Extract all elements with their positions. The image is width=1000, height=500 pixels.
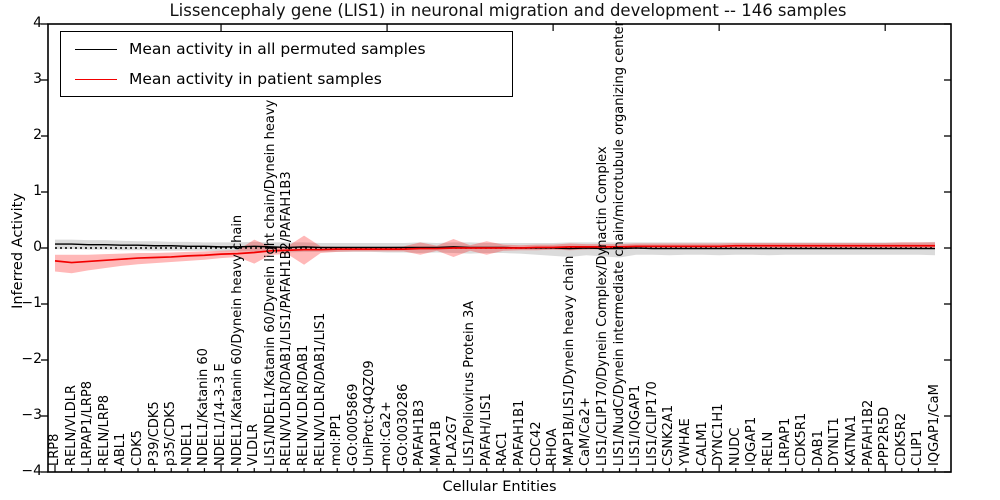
- x-tick-label: mol:PP1: [329, 413, 345, 466]
- x-tick-label: PAFAH1B2: [860, 399, 876, 466]
- x-tick-label: RELN/VLDLR/DAB1: [296, 344, 312, 466]
- legend-item-patient: Mean activity in patient samples: [61, 64, 512, 94]
- x-tick-label: RAC1: [495, 431, 511, 466]
- legend-label: Mean activity in all permuted samples: [129, 40, 426, 58]
- legend-label: Mean activity in patient samples: [129, 70, 382, 88]
- x-tick-label: PAFAH1B3: [412, 399, 428, 466]
- x-tick-label: LIS1/NudC/Dynein intermediate chain/micr…: [611, 21, 627, 466]
- x-axis-label: Cellular Entities: [442, 479, 557, 495]
- y-tick-label: −1: [21, 295, 42, 311]
- x-tick-label: LRP8: [47, 433, 62, 466]
- x-tick-label: ABL1: [113, 432, 129, 466]
- legend-line-sample-red: [75, 78, 117, 80]
- x-tick-label: PLA2G7: [445, 415, 461, 466]
- y-tick-label: −3: [21, 407, 42, 423]
- y-tick-label: 4: [33, 15, 42, 31]
- x-tick-label: NUDC: [727, 427, 743, 466]
- x-tick-label: CaM/Ca2+: [578, 397, 594, 466]
- x-tick-label: CDC42: [528, 421, 544, 466]
- x-tick-label: PPP2R5D: [877, 406, 893, 466]
- x-tick-label: VLDLR: [246, 423, 262, 466]
- x-tick-label: p35/CDK5: [163, 400, 179, 466]
- x-tick-label: RHOA: [545, 428, 561, 466]
- x-tick-label: LIS1/NDEL1/Katanin 60/Dynein light chain…: [262, 60, 278, 466]
- y-tick-label: 1: [33, 183, 42, 199]
- x-tick-label: CDK5R1: [794, 412, 810, 466]
- patient-confidence-band: [55, 235, 935, 274]
- y-tick-label: 3: [33, 71, 42, 87]
- x-tick-label: MAP1B: [428, 420, 444, 466]
- x-tick-label: NDEL1: [179, 422, 195, 466]
- x-tick-label: IQGAP1: [744, 416, 760, 466]
- x-tick-label: P39/CDK5: [146, 401, 162, 466]
- x-tick-label: NDEL1/Katanin 60: [196, 348, 212, 466]
- y-tick-label: −2: [21, 351, 42, 367]
- x-tick-label: NDEL1/Katanin 60/Dynein heavy chain: [229, 214, 245, 466]
- x-tick-label: RELN/VLDLR/DAB1/LIS1: [312, 312, 328, 466]
- x-tick-label: KATNA1: [843, 414, 859, 466]
- x-tick-label: LRPAP1/LRP8: [80, 380, 96, 466]
- x-tick-label: RELN/VLDLR/DAB1/LIS1/PAFAH1B2/PAFAH1B3: [279, 171, 295, 466]
- x-tick-label: UniProt:Q4QZ09: [362, 360, 378, 466]
- x-tick-label: LIS1/CLIP170: [644, 381, 660, 466]
- x-tick-label: RELN/LRP8: [96, 395, 112, 466]
- x-tick-label: MAP1B/LIS1/Dynein heavy chain: [561, 255, 577, 466]
- x-tick-label: GO:0030286: [395, 383, 411, 466]
- x-tick-label: YWHAE: [677, 418, 693, 466]
- x-tick-label: GO:0005869: [345, 383, 361, 466]
- legend: Mean activity in all permuted samples Me…: [60, 31, 513, 97]
- x-tick-label: RELN/VLDLR: [63, 384, 79, 466]
- x-tick-label: RELN: [760, 431, 776, 466]
- x-tick-label: DAB1: [810, 430, 826, 466]
- x-tick-label: CDK5: [130, 430, 146, 466]
- x-tick-label: CLIP1: [910, 429, 926, 466]
- x-tick-label: LIS1/IQGAP1: [628, 384, 644, 466]
- y-tick-label: 2: [33, 127, 42, 143]
- legend-item-permuted: Mean activity in all permuted samples: [61, 34, 512, 64]
- x-tick-label: NDEL1/14-3-3 E: [213, 363, 229, 466]
- x-tick-label: mol:Ca2+: [379, 401, 395, 466]
- y-tick-label: −4: [21, 463, 42, 479]
- x-tick-label: PAFAH/LIS1: [478, 393, 494, 466]
- y-tick-label: 0: [33, 239, 42, 255]
- x-tick-label: PAFAH1B1: [511, 399, 527, 466]
- x-tick-label: IQGAP1/CaM: [927, 384, 942, 466]
- x-tick-label: LIS1/CLIP170/Dynein Complex/Dynactin Com…: [594, 146, 610, 466]
- x-tick-label: DYNLT1: [827, 417, 843, 466]
- x-tick-label: LIS1/Poliovirus Protein 3A: [462, 300, 478, 466]
- x-tick-label: LRPAP1: [777, 417, 793, 466]
- x-tick-label: CALM1: [694, 421, 710, 466]
- x-tick-label: CSNK2A1: [661, 404, 677, 466]
- x-tick-label: DYNC1H1: [711, 403, 727, 466]
- x-tick-label: CDK5R2: [893, 412, 909, 466]
- patient-mean-line: [54, 244, 935, 264]
- legend-line-sample-black: [75, 48, 117, 50]
- chart-title: Lissencephaly gene (LIS1) in neuronal mi…: [169, 1, 847, 20]
